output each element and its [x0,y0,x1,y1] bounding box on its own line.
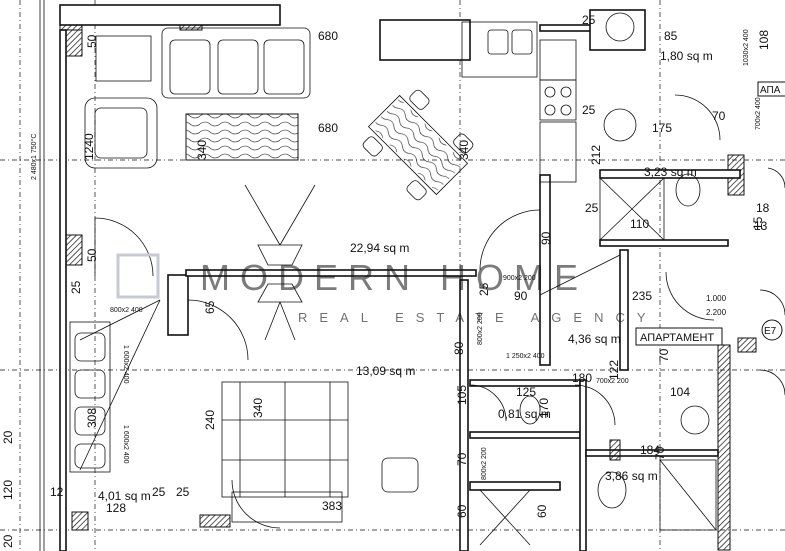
dim: 2.200 [706,308,727,317]
area-storage: 1,80 sq m [660,49,713,63]
dim: 20 [1,534,15,548]
dim: 340 [457,140,471,160]
dim: 122 [607,360,621,380]
area-bath2: 3,86 sq m [605,469,658,483]
dim: 383 [322,499,342,513]
door-spec: 800x2 200 [477,312,484,345]
area-labels: 22,94 sq m 13,09 sq m 4,36 sq m 3,23 sq … [98,49,713,503]
dim: 50 [85,248,99,262]
dim: 90 [539,231,553,245]
area-balcony: 4,01 sq m [98,489,151,503]
dim: 60 [455,504,469,518]
door-spec: 2 480x1 750°C [30,134,38,180]
dim: 25 [582,103,596,117]
dim: 25 [176,485,190,499]
door-specs: 800x2 400 900x2 200 800x2 200 1 250x2 40… [30,29,762,480]
dim: 90 [514,289,528,303]
dim: 85 [664,29,678,43]
area-bath1: 3,23 sq m [644,165,697,179]
dim: 240 [203,410,217,430]
dim: 25 [585,201,599,215]
dim: 25 [152,485,166,499]
dim: 212 [589,145,603,165]
dim: 108 [757,30,771,50]
dim: 128 [106,501,126,515]
door-spec: 700x2 200 [596,378,629,385]
dim: 680 [318,29,338,43]
dim: 13 [754,219,768,233]
dim: 175 [652,121,672,135]
dim: 25 [69,280,83,294]
dim: 60 [535,504,549,518]
door-spec: 1 600x2 400 [122,425,129,464]
walls [39,0,757,551]
dim: 184 [640,443,660,457]
area-living: 22,94 sq m [350,241,409,255]
watermark-sub: REAL ESTATE AGENCY [298,310,658,325]
dim: 340 [195,140,209,160]
door-spec: 1030x2 400 [743,29,750,66]
furniture [69,12,717,546]
door-spec: 800x2 400 [110,307,143,314]
area-hall: 4,36 sq m [568,332,621,346]
dim: 680 [318,121,338,135]
door-spec: 900x2 200 [503,275,536,282]
dim: 25 [582,13,596,27]
dim: 104 [670,385,690,399]
door-spec: 1 600x2 400 [122,345,129,384]
dim: 235 [632,289,652,303]
dim: 105 [455,385,469,405]
dim: 170 [537,398,551,418]
elevator-tag: Е7 [764,326,777,337]
dim: 1.000 [706,294,727,303]
dim: 80 [452,341,466,355]
dim: 18 [756,201,770,215]
dim: 25 [477,282,491,296]
dim: 50 [85,34,99,48]
dim: 340 [251,398,265,418]
area-wc: 0,81 sq m [498,407,551,421]
dim: 1240 [82,133,96,160]
apartment-tag: АПАРТАМЕНТ [640,332,714,344]
apartment-tag-top: АПА [760,85,781,96]
dim: 20 [1,430,15,444]
dim: 12 [50,485,64,499]
dim: 70 [657,348,671,362]
dim: 180 [572,371,592,385]
door-spec: 700x2 400 [755,97,762,130]
area-bedroom: 13,09 sq m [356,364,415,378]
door-spec: 800x2 200 [481,447,488,480]
dim: 70 [653,446,667,460]
dim: 125 [516,385,536,399]
dim: 70 [455,452,469,466]
dim: 120 [1,480,15,500]
watermark-main: MODERN HOME [200,257,588,298]
watermark: MODERN HOME REAL ESTATE AGENCY [116,253,658,325]
dim: 70 [712,109,726,123]
dim: 65 [203,300,217,314]
dimension-labels: 680 680 340 340 340 25 25 25 85 108 175 … [1,13,771,548]
dim: 110 [630,217,649,231]
dim: 15 [751,216,765,230]
tags: АПАРТАМЕНТ АПА Е7 [635,81,785,346]
door-spec: 1 250x2 400 [506,353,545,360]
dim: 308 [85,408,99,428]
